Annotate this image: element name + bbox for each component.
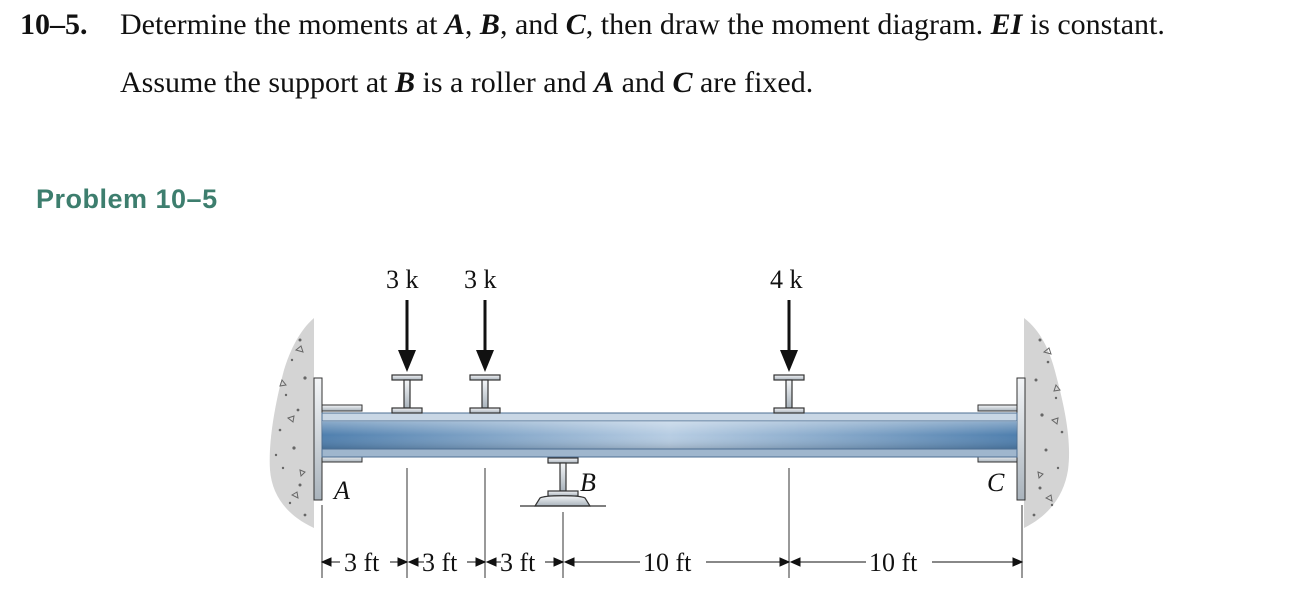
statement-text: , xyxy=(464,8,480,41)
roller-support-b xyxy=(520,457,606,507)
dimension-label: 3 ft xyxy=(344,548,380,577)
point-b-ref: B xyxy=(394,66,415,99)
statement-text: Assume the support at xyxy=(120,66,395,99)
left-wall xyxy=(269,318,363,528)
problem-line-1: 10–5.Determine the moments at A, B, and … xyxy=(20,8,1165,42)
load-label: 3 k xyxy=(386,265,419,294)
statement-text: Determine the moments at xyxy=(120,8,445,41)
point-a-ref: A xyxy=(444,8,465,41)
dimension-label: 3 ft xyxy=(422,548,458,577)
load-label: 3 k xyxy=(464,265,497,294)
load-arrow-3 xyxy=(780,300,798,372)
dimension-label: 3 ft xyxy=(500,548,536,577)
support-label-a: A xyxy=(332,476,350,505)
statement-text: is constant. xyxy=(1022,8,1165,41)
load-post-1 xyxy=(391,374,423,414)
point-c-ref: C xyxy=(672,66,693,99)
figure-label: Problem 10–5 xyxy=(36,184,218,214)
load-arrow-2 xyxy=(476,300,494,372)
dimension-extension-lines xyxy=(321,468,1023,578)
ei-symbol: EI xyxy=(990,8,1023,41)
problem-line-2: Assume the support at B is a roller and … xyxy=(120,66,813,100)
statement-text: are fixed. xyxy=(692,66,814,99)
statement-text: , and xyxy=(499,8,566,41)
load-post-2 xyxy=(469,374,501,414)
statement-text: , then draw the moment diagram. xyxy=(585,8,991,41)
dimension-label: 10 ft xyxy=(643,548,692,577)
load-arrow-1 xyxy=(398,300,416,372)
problem-number: 10–5. xyxy=(20,8,88,41)
dimension-label: 10 ft xyxy=(869,548,918,577)
load-label: 4 k xyxy=(770,265,803,294)
statement-text: and xyxy=(614,66,673,99)
point-b-ref: B xyxy=(479,8,500,41)
point-a-ref: A xyxy=(594,66,615,99)
support-label-c: C xyxy=(987,468,1005,497)
dimension-arrows xyxy=(320,557,1024,567)
beam xyxy=(321,412,1018,458)
point-c-ref: C xyxy=(565,8,586,41)
load-post-3 xyxy=(773,374,805,414)
statement-text: is a roller and xyxy=(414,66,595,99)
support-label-b: B xyxy=(580,468,596,497)
